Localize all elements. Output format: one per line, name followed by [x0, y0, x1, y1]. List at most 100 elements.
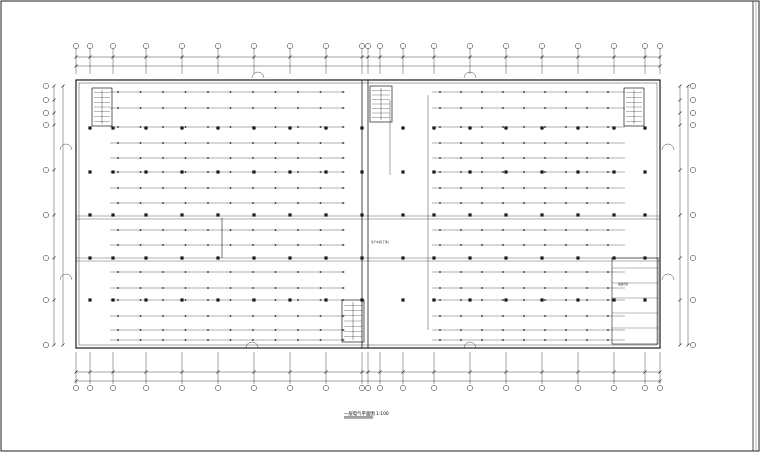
light-fixture — [274, 142, 277, 144]
light-fixture — [139, 315, 142, 317]
light-fixture — [586, 299, 588, 301]
light-fixture — [342, 244, 344, 246]
dim-tick — [52, 84, 56, 88]
light-fixture — [162, 287, 164, 289]
light-fixture — [502, 244, 504, 246]
light-fixture — [502, 315, 504, 317]
light-fixture — [252, 315, 254, 317]
light-fixture — [481, 299, 483, 301]
light-fixture — [481, 271, 483, 273]
light-fixture — [342, 315, 344, 317]
column-marker — [252, 126, 256, 130]
light-fixture — [252, 271, 254, 273]
light-fixture — [439, 287, 441, 289]
grid-bubble-top — [323, 43, 329, 49]
grid-bubble-right — [690, 297, 696, 303]
column-marker — [288, 170, 292, 174]
light-fixture — [162, 171, 164, 173]
light-fixture — [481, 315, 483, 317]
grid-bubble-left — [43, 167, 49, 173]
column-marker — [504, 256, 508, 260]
light-fixture — [297, 202, 299, 204]
column-marker — [576, 170, 580, 174]
light-fixture — [342, 126, 344, 128]
light-fixture — [117, 329, 119, 331]
dim-tick — [686, 84, 690, 88]
dim-tick — [52, 343, 56, 347]
light-fixture — [229, 315, 232, 317]
grid-bubble-bottom — [110, 385, 116, 391]
grid-bubble-top — [400, 43, 406, 49]
light-fixture — [319, 126, 322, 128]
column-marker — [88, 170, 92, 174]
light-fixture — [184, 107, 187, 109]
grid-bubble-top — [365, 43, 371, 49]
light-fixture — [162, 271, 164, 273]
light-fixture — [607, 271, 609, 273]
door-swing-5 — [59, 273, 73, 281]
light-fixture — [274, 244, 277, 246]
light-fixture — [586, 171, 588, 173]
light-fixture — [565, 142, 567, 144]
drawing-title: 一层电气平面图 — [344, 410, 375, 417]
light-fixture — [439, 299, 441, 301]
column-marker — [88, 126, 92, 130]
light-fixture — [139, 187, 142, 189]
column-marker — [401, 213, 405, 217]
dim-tick — [686, 343, 690, 347]
light-fixture — [162, 187, 164, 189]
door-swing-3 — [463, 341, 477, 349]
column-marker — [468, 213, 472, 217]
light-fixture — [139, 91, 142, 93]
light-fixture — [439, 157, 441, 159]
column-marker — [576, 256, 580, 260]
light-fixture — [565, 107, 567, 109]
light-fixture — [502, 339, 504, 341]
light-fixture — [184, 157, 187, 159]
light-fixture — [460, 187, 462, 189]
light-fixture — [207, 287, 209, 289]
area-label-production: 生产车间(丁类) — [371, 240, 389, 244]
light-fixture — [523, 271, 525, 273]
light-fixture — [460, 142, 462, 144]
light-fixture — [297, 157, 299, 159]
grid-bubble-top — [611, 43, 617, 49]
light-fixture — [342, 187, 344, 189]
light-fixture — [274, 315, 277, 317]
column-marker — [111, 213, 115, 217]
light-fixture — [460, 229, 462, 231]
light-fixture — [342, 171, 344, 173]
light-fixture — [439, 142, 441, 144]
area-label-warehouse: 成品仓库 — [618, 282, 629, 286]
light-fixture — [607, 171, 609, 173]
dim-tick — [52, 256, 56, 260]
light-fixture — [607, 315, 609, 317]
light-fixture — [523, 171, 525, 173]
light-fixture — [607, 91, 609, 93]
grid-bubble-right — [690, 110, 696, 116]
column-marker — [252, 170, 256, 174]
light-fixture — [117, 339, 119, 341]
grid-bubble-left — [43, 97, 49, 103]
light-fixture — [207, 91, 209, 93]
grid-bubble-bottom — [215, 385, 221, 391]
light-fixture — [439, 229, 441, 231]
grid-bubble-bottom — [365, 385, 371, 391]
dim-tick — [678, 111, 682, 115]
column-marker — [576, 213, 580, 217]
column-marker — [88, 213, 92, 217]
door-swing-2 — [245, 341, 259, 349]
light-fixture — [607, 187, 609, 189]
light-fixture — [439, 329, 441, 331]
light-fixture — [139, 142, 142, 144]
door-swing-6 — [661, 143, 675, 151]
light-fixture — [523, 126, 525, 128]
column-marker — [111, 170, 115, 174]
equipment-room — [611, 257, 659, 345]
light-fixture — [342, 329, 344, 331]
light-fixture — [565, 229, 567, 231]
light-fixture — [544, 315, 546, 317]
light-fixture — [319, 299, 322, 301]
grid-bubble-top — [467, 43, 473, 49]
